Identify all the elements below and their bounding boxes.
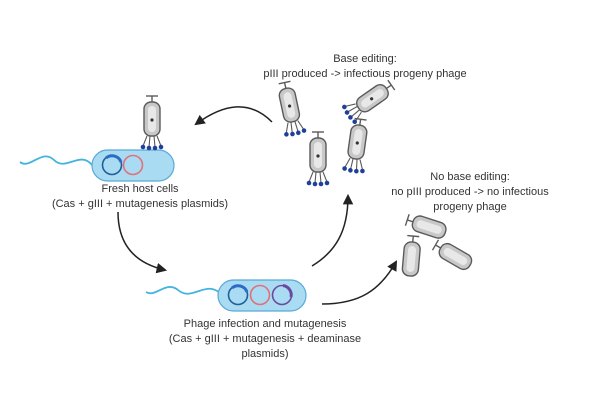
fresh-host-label: Fresh host cells (Cas + gIII + mutagenes… <box>20 182 260 212</box>
phage-icon <box>401 234 422 278</box>
fresh-host-cell <box>19 149 175 182</box>
cell-body <box>91 149 175 182</box>
no-base-editing-desc-2: progeny phage <box>433 201 507 213</box>
phage-icon <box>306 131 330 188</box>
arrow-to-fresh-host <box>194 106 273 126</box>
base-editing-label: Base editing: pIII produced -> infectiou… <box>220 52 510 82</box>
arrow-to-base-editing <box>311 193 354 267</box>
phage-icon <box>430 237 475 273</box>
no-base-editing-label: No base editing: no pIII produced -> no … <box>355 170 585 215</box>
arrow-to-infection <box>117 211 168 274</box>
phage-icon <box>272 79 308 139</box>
phage-infection-desc-2: plasmids) <box>241 348 289 360</box>
base-editing-desc: pIII produced -> infectious progeny phag… <box>263 68 467 80</box>
plasmid-blue-gene <box>231 284 249 293</box>
phage-icon <box>341 116 373 176</box>
plasmid-red <box>249 284 271 306</box>
plasmid-red <box>122 154 144 176</box>
fresh-host-desc: (Cas + gIII + mutagenesis plasmids) <box>51 198 229 210</box>
plasmid-blue-gene <box>105 154 123 163</box>
no-base-editing-desc-1: no pIII produced -> no infectious <box>391 186 549 198</box>
plasmid-purple-gene <box>282 284 293 298</box>
no-base-editing-title: No base editing: <box>430 171 510 183</box>
flagellum <box>19 155 93 166</box>
infection-cell <box>145 279 307 312</box>
arrow-to-no-base-editing <box>321 260 398 305</box>
base-editing-title: Base editing: <box>333 53 397 65</box>
cell-body <box>217 279 307 312</box>
flagellum <box>145 286 221 295</box>
phage-infection-label: Phage infection and mutagenesis (Cas + g… <box>120 317 410 362</box>
fresh-host-title: Fresh host cells <box>101 183 179 195</box>
phage-icon <box>339 75 399 127</box>
phage-infection-title: Phage infection and mutagenesis <box>183 318 347 330</box>
phage-infection-desc-1: (Cas + gIII + mutagenesis + deaminase <box>168 333 362 345</box>
phage-icon <box>139 95 165 152</box>
